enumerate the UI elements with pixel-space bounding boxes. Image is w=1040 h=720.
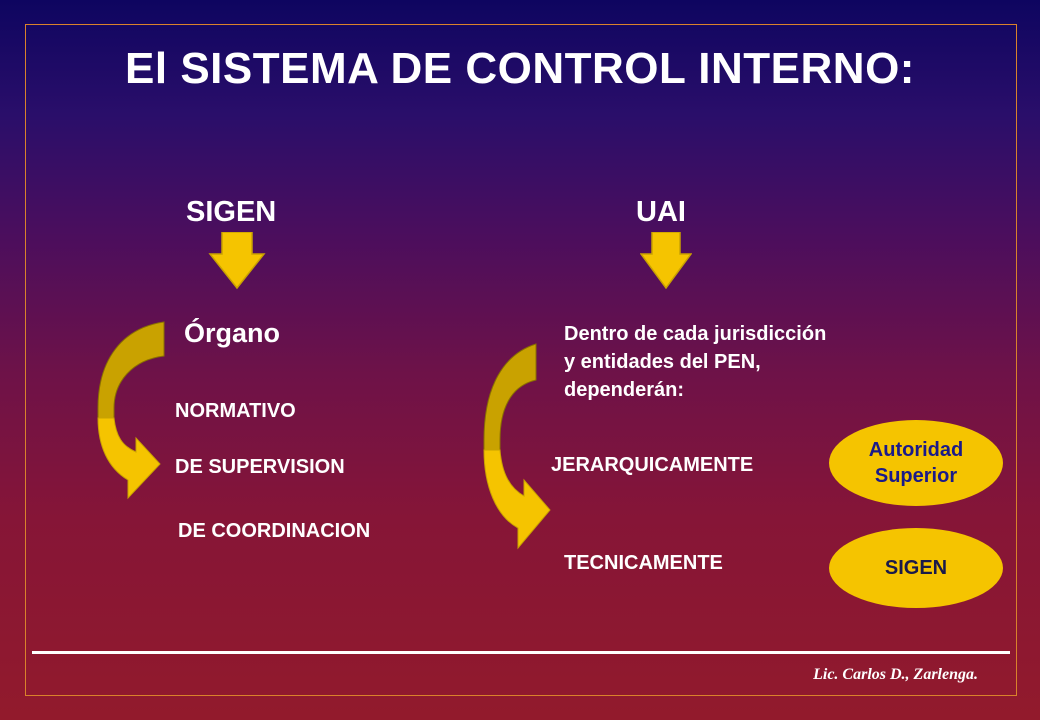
oval-line: Autoridad (868, 439, 964, 461)
footer-divider (32, 651, 1010, 654)
curved-arrow-icon (483, 343, 551, 550)
jerarquicamente-label: JERARQUICAMENTE (551, 454, 754, 476)
description-line: y entidades del PEN, (564, 351, 761, 373)
sigen-oval: SIGEN (829, 528, 1003, 608)
supervision-item: DE SUPERVISION (175, 456, 345, 478)
oval-line: Superior (874, 465, 958, 487)
organo-label: Órgano (184, 318, 281, 348)
curved-arrow-icon (97, 321, 165, 500)
down-arrow-icon (640, 232, 692, 290)
coordinacion-item: DE COORDINACION (178, 520, 371, 542)
oval-line: SIGEN (884, 557, 948, 579)
tecnicamente-label: TECNICAMENTE (564, 552, 723, 574)
description-line: Dentro de cada jurisdicción (564, 323, 827, 345)
uai-description: Dentro de cada jurisdicción y entidades … (564, 320, 944, 404)
footer-author: Lic. Carlos D., Zarlenga. (813, 666, 978, 683)
uai-heading: UAI (636, 196, 686, 228)
sigen-heading: SIGEN (186, 196, 277, 228)
description-line: dependerán: (564, 379, 685, 401)
autoridad-superior-oval: Autoridad Superior (829, 420, 1003, 506)
normativo-item: NORMATIVO (175, 400, 296, 422)
slide-frame (25, 24, 1017, 696)
down-arrow-icon (208, 232, 266, 290)
slide-title: El SISTEMA DE CONTROL INTERNO: (125, 44, 915, 93)
